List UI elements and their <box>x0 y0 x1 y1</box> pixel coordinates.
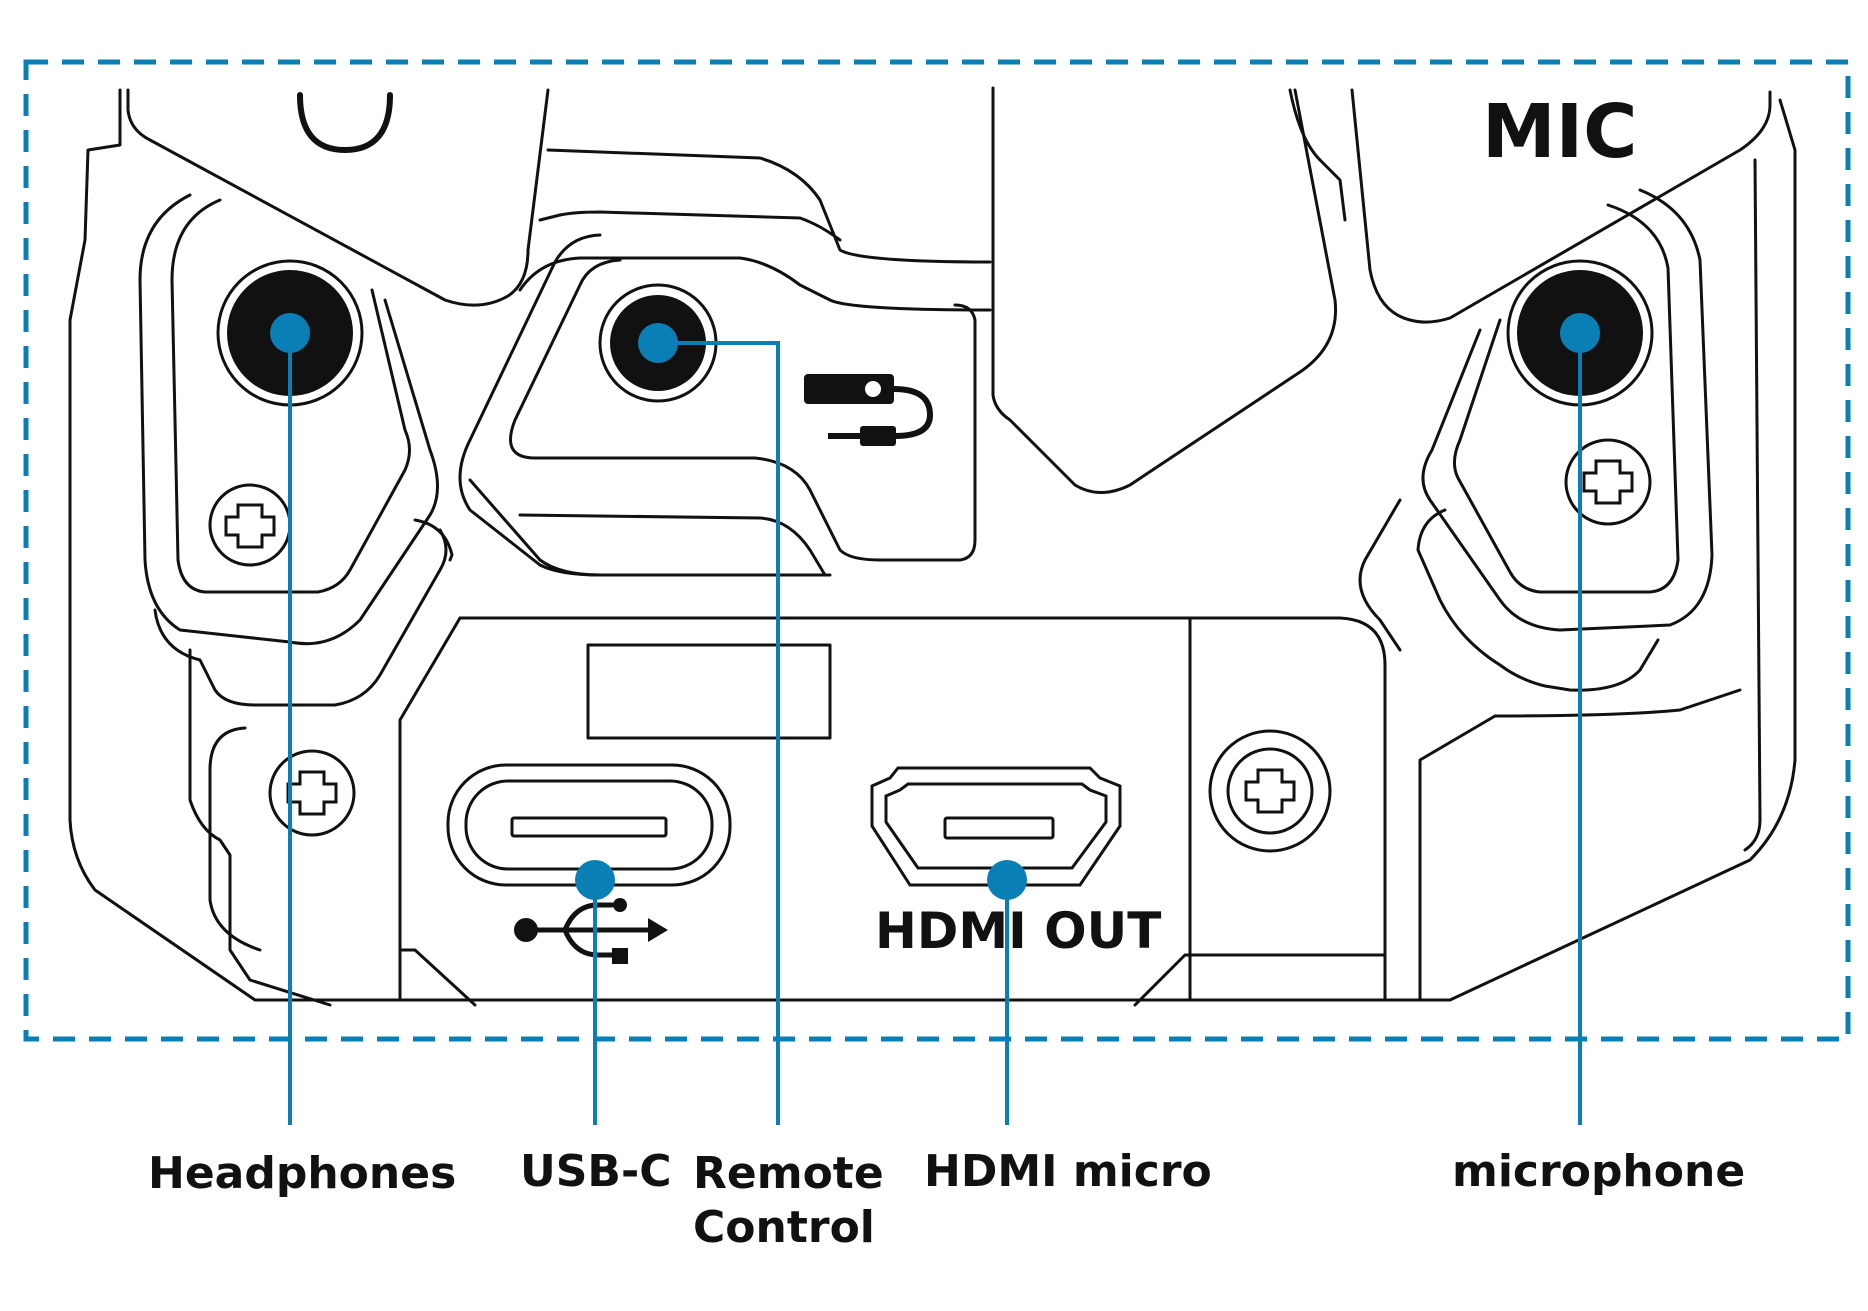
lower-right-step <box>1133 953 1387 1007</box>
left-rubber-flap <box>126 88 550 307</box>
headphones-jack-housing <box>138 193 439 646</box>
camera-body-inner-right <box>1743 158 1762 852</box>
right-lower-contour <box>1493 688 1742 718</box>
headphones-lower-lip <box>153 528 448 707</box>
usb-c-callout-dot <box>575 860 615 900</box>
headphones-label: Headphones <box>148 1148 457 1199</box>
right-lower-panel <box>1418 714 1497 1002</box>
headphones-jack-housing-inner <box>170 198 411 594</box>
headphones-callout-dot <box>270 313 310 353</box>
remote-jack-housing <box>518 256 992 312</box>
upper-ledge <box>546 148 992 264</box>
remote-control-label-line2: Control <box>693 1202 875 1253</box>
microphone-jack-housing-inner <box>1453 203 1680 594</box>
hdmi-micro-callout-dot <box>987 860 1027 900</box>
hdmi-micro-label: HDMI micro <box>924 1146 1212 1197</box>
lower-left-screw-boss <box>208 726 262 952</box>
usb-c-label: USB-C <box>520 1146 672 1197</box>
camera-body-outline <box>68 88 1797 1002</box>
remote-jack-frame-inner <box>509 258 977 562</box>
screw-icon <box>1564 438 1652 526</box>
microphone-lower-lip <box>1416 508 1660 692</box>
lower-plate-left-edge <box>398 616 462 1002</box>
right-flap-arc <box>1288 88 1347 222</box>
left-flap-ring <box>297 92 393 153</box>
microphone-label: microphone <box>1452 1146 1746 1197</box>
microphone-callout-dot <box>1560 313 1600 353</box>
lower-plate-sticker <box>586 643 832 740</box>
remote-control-callout-dot <box>638 323 678 363</box>
hdmi-micro-port <box>870 766 1122 887</box>
lower-plate <box>458 616 1387 1002</box>
microphone-jack-housing <box>1421 188 1714 632</box>
screw-icon <box>1208 729 1332 853</box>
usb-icon <box>514 898 668 964</box>
upper-ledge-inner <box>538 210 842 242</box>
headphones-lower-lip-2 <box>413 518 454 562</box>
screw-icon <box>208 483 292 567</box>
microphone-lower-lip-2 <box>1358 498 1402 652</box>
remote-control-icon <box>804 374 934 446</box>
hdmi-out-panel-text: HDMI OUT <box>875 902 1161 960</box>
screw-icon <box>268 749 356 837</box>
remote-control-leader-line <box>658 341 780 1125</box>
remote-control-label-line1: Remote <box>693 1148 884 1199</box>
center-block <box>991 86 1338 494</box>
lower-left-step <box>398 948 477 1007</box>
remote-lower-rim <box>468 478 827 577</box>
right-rubber-flap <box>1350 88 1772 324</box>
highlight-frame <box>23 59 1851 1042</box>
mic-panel-text: MIC <box>1482 89 1637 175</box>
